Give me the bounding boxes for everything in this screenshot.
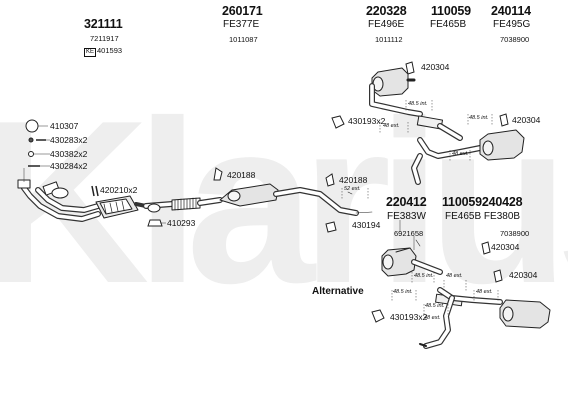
measure-label: 48 ext. xyxy=(452,151,469,157)
rubber-mount-icon xyxy=(405,61,415,75)
nut-icon xyxy=(28,151,34,157)
part-label: 430193x2 xyxy=(390,312,428,322)
group-subcode: 1011087 xyxy=(229,35,258,44)
part-label: 420304 xyxy=(491,242,520,252)
measure-label: 48.5 int. xyxy=(408,101,428,107)
part-label: 430194 xyxy=(352,220,381,230)
group-ref: 220412 xyxy=(386,195,427,209)
part-label: 410307 xyxy=(50,121,79,131)
group-code: FE495G xyxy=(493,19,531,30)
group-ref: 110059 xyxy=(431,4,471,18)
rubber-mount-icon xyxy=(481,241,491,255)
rubber-mount-icon xyxy=(499,113,509,127)
measure-label: 48 ext. xyxy=(476,289,493,295)
ring-gasket-icon xyxy=(25,119,39,133)
bolt-icon xyxy=(28,137,34,143)
ring-gasket-icon xyxy=(147,203,161,213)
group-subcode: 7211917 xyxy=(90,34,119,43)
group-subcode: 7038900 xyxy=(500,35,530,44)
measure-label: 48 ext. xyxy=(383,123,400,129)
group-code: FE465B xyxy=(430,19,467,30)
measurement-markers xyxy=(341,100,499,316)
part-label: 420210x2 xyxy=(100,185,138,195)
group-code: FE496E xyxy=(368,19,405,30)
measure-label: 52 ext. xyxy=(344,186,361,192)
watermark: Klarius xyxy=(0,73,568,332)
part-label: 430283x2 xyxy=(50,135,88,145)
group-extra-code: 401593 xyxy=(97,46,123,55)
part-label: 420188 xyxy=(227,170,256,180)
clamp-icon xyxy=(147,219,163,227)
group-subcode: 1011112 xyxy=(375,35,403,44)
group-subcode: 7038900 xyxy=(500,229,530,238)
rear-silencer-lower xyxy=(381,247,551,349)
rubber-mount-icon xyxy=(325,173,335,187)
group-ref: 220328 xyxy=(366,4,407,18)
group-ref: 110059240428 xyxy=(442,195,523,209)
group-code: FE377E xyxy=(223,19,260,30)
part-label: 410293 xyxy=(167,218,196,228)
clamp-icon xyxy=(325,221,337,233)
part-label: 420304 xyxy=(512,115,541,125)
group-extra-prefix: KE xyxy=(84,48,97,57)
flange-gasket-icon xyxy=(51,187,69,199)
middle-silencer xyxy=(219,183,359,216)
group-ref: 240114 xyxy=(491,4,531,18)
measure-label: 48.5 int. xyxy=(469,115,489,121)
part-label: 430284x2 xyxy=(50,161,88,171)
rubber-mount-icon xyxy=(213,167,223,181)
alternative-label: Alternative xyxy=(312,286,364,297)
rubber-mount-icon xyxy=(493,269,503,283)
leader-lines xyxy=(23,125,415,250)
connector-lines xyxy=(347,191,421,247)
measure-label: 48.5 int. xyxy=(414,273,434,279)
group-code: FE465B FE380B xyxy=(445,211,521,222)
clamp-icon xyxy=(371,309,385,323)
group-subcode: 6921658 xyxy=(394,229,424,238)
rear-silencer-upper xyxy=(369,67,525,185)
measure-label: 48 ext. xyxy=(424,315,441,321)
part-icons xyxy=(25,61,509,323)
part-label: 420304 xyxy=(421,62,450,72)
group-ref: 260171 xyxy=(222,4,263,18)
part-label: 430193x2 xyxy=(348,116,386,126)
measure-label: 48.5 int. xyxy=(393,289,413,295)
clamp-icon xyxy=(331,115,345,129)
catalytic-converter xyxy=(95,195,148,219)
group-code: FE383W xyxy=(387,211,426,222)
group-ref: 321111 xyxy=(84,17,123,31)
clamp-icon xyxy=(91,185,99,197)
measure-label: 48.5 int. xyxy=(425,303,445,309)
part-label: 420304 xyxy=(509,270,538,280)
measure-label: 48 ext. xyxy=(446,273,463,279)
part-label: 420188 xyxy=(339,175,368,185)
part-label: 430382x2 xyxy=(50,149,88,159)
